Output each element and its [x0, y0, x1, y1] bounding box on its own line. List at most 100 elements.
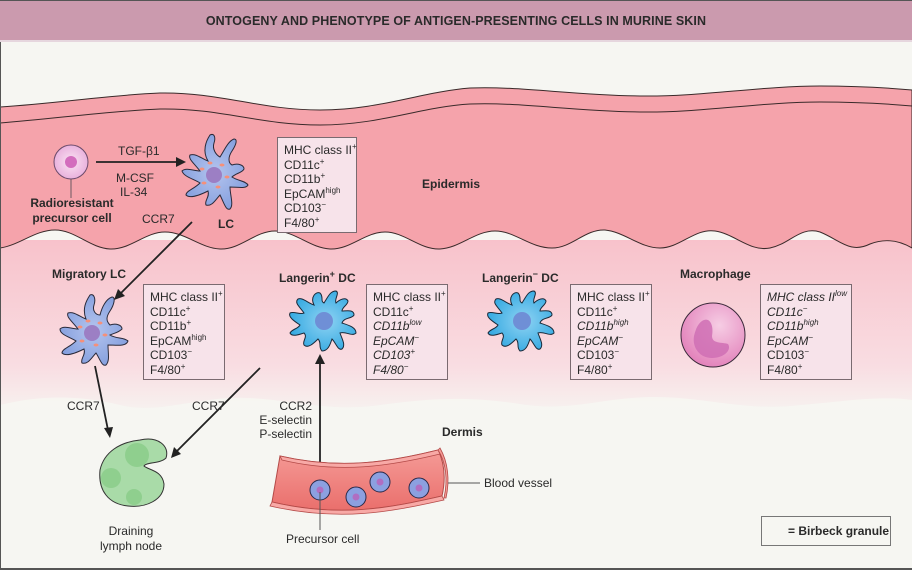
dermis-layer	[0, 240, 912, 420]
marker-row: CD103−	[767, 348, 845, 363]
marker-name: CD11c	[767, 304, 803, 319]
marker-row: EpCAM−	[577, 333, 645, 349]
migratory-lc-cell	[59, 294, 129, 366]
marker-name: CD11b	[150, 319, 187, 333]
marker-name: CD103	[373, 348, 411, 362]
marker-expression: +	[314, 214, 320, 224]
marker-name: F4/80	[577, 362, 608, 377]
recruitment-e-selectin-label: E-selectin	[259, 413, 312, 427]
signal-m-csf: M-CSF	[116, 171, 154, 185]
marker-name: CD11c	[577, 304, 613, 319]
langerin-negative-dc-cell	[487, 290, 555, 352]
marker-expression: +	[607, 361, 613, 371]
lc-migration-arrow	[114, 221, 193, 300]
marker-name: CD103	[284, 201, 322, 215]
migratory-lc-label: Migratory LC	[52, 267, 127, 281]
legend: = Birbeck granule	[761, 516, 891, 546]
lymph-node	[99, 438, 168, 507]
macrophage-cell	[680, 302, 746, 368]
differentiation-arrow	[96, 157, 186, 167]
marker-name: CD11b	[577, 319, 614, 333]
blood-vessel	[269, 447, 480, 530]
label-sup: +	[329, 269, 335, 279]
marker-name: MHC class II	[767, 290, 836, 304]
title-bar	[0, 0, 912, 42]
marker-name: MHC class II	[284, 143, 353, 157]
birbeck-granules	[199, 161, 230, 189]
marker-expression: high	[803, 318, 819, 327]
marker-name: CD11b	[373, 319, 410, 333]
marker-row: MHC class II+	[150, 290, 223, 305]
marker-expression: +	[185, 303, 191, 313]
marker-row: F4/80+	[284, 214, 350, 231]
marker-row: MHC class II+	[284, 143, 357, 158]
marker-name: F4/80	[150, 362, 181, 377]
marker-expression: high	[613, 318, 629, 327]
precursor-label-line1: Radioresistant	[30, 196, 114, 210]
marker-expression: +	[410, 347, 416, 356]
langerin-dc-ccr7-label: CCR7	[192, 399, 225, 413]
marker-expression: low	[835, 289, 848, 298]
marker-row: CD11b+	[150, 319, 218, 334]
marker-expression: +	[612, 303, 618, 313]
marker-name: CD11c	[284, 157, 320, 172]
marker-expression: +	[180, 361, 186, 371]
label-sup: −	[532, 269, 538, 279]
marker-expression: +	[218, 289, 223, 298]
marker-expression: +	[645, 289, 650, 298]
marker-expression: +	[797, 361, 803, 371]
marker-row: MHC class II+	[373, 290, 446, 305]
marker-expression: +	[441, 289, 446, 298]
marker-name: CD11c	[150, 304, 186, 319]
marker-row: EpCAM−	[373, 332, 441, 349]
marker-expression: −	[804, 347, 810, 356]
marker-row: CD103−	[284, 201, 350, 216]
signal-il-34: IL-34	[120, 185, 148, 199]
marker-expression: −	[403, 361, 409, 371]
marker-row: EpCAMhigh	[284, 185, 350, 202]
marker-row: CD11c+	[373, 303, 441, 320]
marker-name: F4/80	[767, 362, 798, 377]
marker-row: CD11c+	[284, 157, 350, 173]
marker-row: MHC class II+	[577, 290, 650, 305]
macrophage-label: Macrophage	[680, 267, 751, 281]
marker-name: EpCAM	[577, 333, 619, 348]
frame-border-bottom	[0, 568, 912, 570]
marker-expression: −	[414, 332, 420, 342]
marker-name: EpCAM	[767, 333, 809, 348]
migratory-lc-to-ln-arrow	[94, 365, 113, 438]
marker-row: CD103+	[373, 348, 441, 363]
marker-row: MHC class IIlow	[767, 289, 848, 305]
marker-expression: high	[191, 332, 207, 342]
recruitment-ccr2-label: CCR2	[279, 399, 312, 413]
langerin-positive-dc-cell	[289, 290, 357, 352]
marker-row: CD11c−	[767, 304, 845, 320]
marker-name: CD11b	[767, 319, 804, 333]
marker-row: EpCAMhigh	[150, 332, 218, 349]
marker-row: CD11bhigh	[767, 319, 845, 334]
precursor-cell-label: Precursor cell	[286, 532, 360, 546]
langerin-dc-to-ln-arrow	[171, 367, 261, 458]
marker-expression: low	[409, 318, 422, 327]
marker-expression: +	[352, 142, 357, 151]
marker-row: CD103−	[577, 348, 645, 363]
label-text: Langerin	[279, 271, 330, 285]
recruitment-p-selectin-label: P-selectin	[259, 427, 312, 441]
marker-name: CD103	[577, 348, 615, 362]
marker-expression: high	[325, 185, 341, 195]
label-suffix: DC	[537, 271, 559, 285]
lymph-node-label-line1: Draining	[108, 524, 154, 538]
marker-row: F4/80+	[767, 361, 845, 378]
stratum-corneum-line	[0, 101, 912, 126]
marker-name: F4/80	[373, 362, 404, 377]
marker-expression: +	[408, 303, 414, 313]
marker-name: MHC class II	[577, 290, 646, 304]
marker-name: CD103	[150, 348, 188, 362]
lc-cell	[181, 134, 249, 210]
